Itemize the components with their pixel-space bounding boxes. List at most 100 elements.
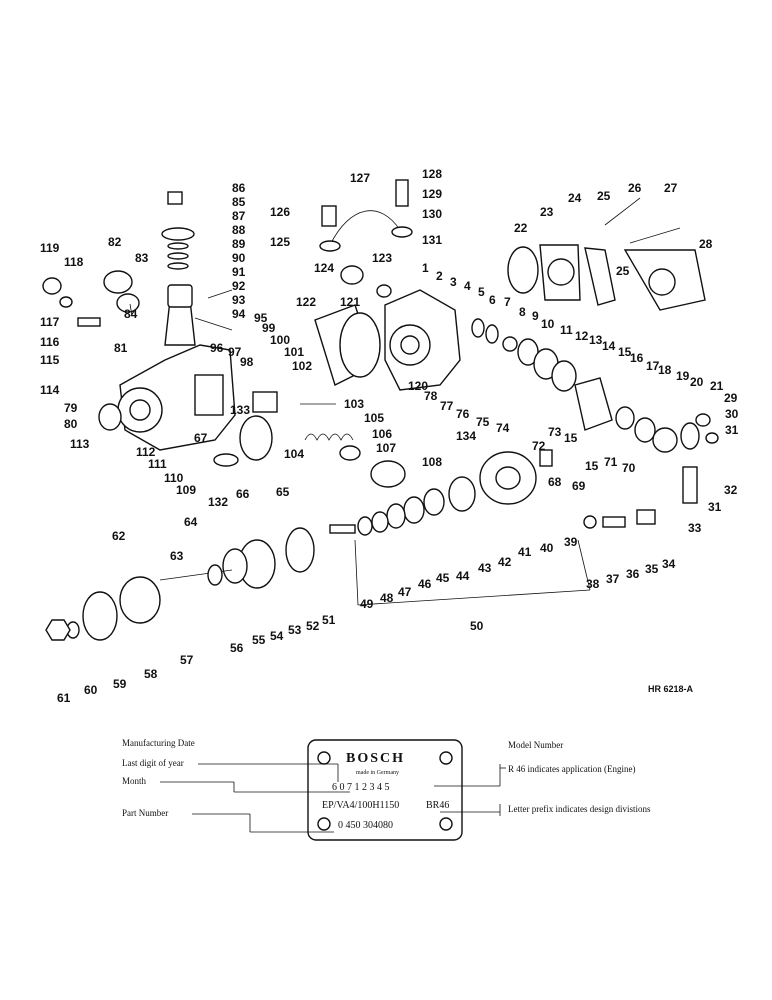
callout-121: 121 <box>340 295 360 309</box>
callout-86: 86 <box>232 181 246 195</box>
callout-25a: 25 <box>597 189 611 203</box>
nameplate-legend: Manufacturing Date Last digit of year Mo… <box>122 738 651 841</box>
callout-101: 101 <box>284 345 304 359</box>
callout-62: 62 <box>112 529 126 543</box>
callout-91: 91 <box>232 265 246 279</box>
callout-117: 117 <box>40 315 60 329</box>
callout-42: 42 <box>498 555 512 569</box>
callout-118: 118 <box>64 255 84 269</box>
callout-84: 84 <box>124 307 138 321</box>
callout-115: 115 <box>40 353 60 367</box>
callout-7: 7 <box>504 295 511 309</box>
callout-95: 95 <box>254 311 268 325</box>
callout-31a: 31 <box>725 423 739 437</box>
callout-130: 130 <box>422 207 442 221</box>
callout-69: 69 <box>572 479 586 493</box>
part-number-value: 0 450 304080 <box>338 820 393 831</box>
callout-37: 37 <box>606 572 620 586</box>
parts-drawing <box>42 179 719 641</box>
callout-81: 81 <box>114 341 128 355</box>
callout-34: 34 <box>662 557 676 571</box>
callout-35: 35 <box>645 562 659 576</box>
callout-104: 104 <box>284 447 304 461</box>
callout-45: 45 <box>436 571 450 585</box>
callout-132: 132 <box>208 495 228 509</box>
callout-31b: 31 <box>708 500 722 514</box>
callout-92: 92 <box>232 279 246 293</box>
callout-110: 110 <box>164 471 184 485</box>
callout-77: 77 <box>440 399 454 413</box>
callout-11: 11 <box>560 323 573 337</box>
callout-15b: 15 <box>564 431 578 445</box>
callout-78: 78 <box>424 389 438 403</box>
callout-17: 17 <box>646 359 660 373</box>
callout-107: 107 <box>376 441 396 455</box>
leader-lines <box>129 289 591 606</box>
callout-6: 6 <box>489 293 496 307</box>
callout-48: 48 <box>380 591 394 605</box>
callout-32: 32 <box>724 483 738 497</box>
callout-22: 22 <box>514 221 528 235</box>
callout-116: 116 <box>40 335 60 349</box>
callout-108: 108 <box>422 455 442 469</box>
callout-88: 88 <box>232 223 246 237</box>
model-line: EP/VA4/100H1150 <box>322 800 399 811</box>
callout-53: 53 <box>288 623 302 637</box>
callout-52: 52 <box>306 619 320 633</box>
callout-122: 122 <box>296 295 316 309</box>
callout-127: 127 <box>350 171 370 185</box>
callout-93: 93 <box>232 293 246 307</box>
callout-75: 75 <box>476 415 490 429</box>
callout-66: 66 <box>236 487 250 501</box>
callout-98: 98 <box>240 355 254 369</box>
callout-36: 36 <box>626 567 640 581</box>
callout-67: 67 <box>194 431 208 445</box>
callout-61: 61 <box>57 691 71 705</box>
label-model-number: Model Number <box>508 740 563 750</box>
callout-124: 124 <box>314 261 334 275</box>
callout-14: 14 <box>602 339 616 353</box>
callout-38: 38 <box>586 577 600 591</box>
callout-8: 8 <box>519 305 526 319</box>
callout-19: 19 <box>676 369 690 383</box>
callout-128: 128 <box>422 167 442 181</box>
callout-80: 80 <box>64 417 78 431</box>
callout-33: 33 <box>688 521 702 535</box>
callout-74: 74 <box>496 421 510 435</box>
callout-96: 96 <box>210 341 224 355</box>
callout-83: 83 <box>135 251 149 265</box>
callout-5: 5 <box>478 285 485 299</box>
callout-27: 27 <box>664 181 678 195</box>
callout-2: 2 <box>436 269 443 283</box>
callout-51: 51 <box>322 613 336 627</box>
callout-79: 79 <box>64 401 78 415</box>
callout-111: 111 <box>148 457 167 471</box>
label-last-digit-of-year: Last digit of year <box>122 758 184 768</box>
callout-3: 3 <box>450 275 457 289</box>
callout-24: 24 <box>568 191 582 205</box>
callout-30: 30 <box>725 407 739 421</box>
callout-25b: 25 <box>616 264 630 278</box>
callout-126: 126 <box>270 205 290 219</box>
callout-105: 105 <box>364 411 384 425</box>
callout-18: 18 <box>658 363 672 377</box>
callout-57: 57 <box>180 653 194 667</box>
callout-4: 4 <box>464 279 471 293</box>
callout-59: 59 <box>113 677 127 691</box>
bosch-logo-text: BOSCH <box>346 751 405 766</box>
label-part-number: Part Number <box>122 808 168 818</box>
callout-60: 60 <box>84 683 98 697</box>
callout-20: 20 <box>690 375 704 389</box>
callout-40: 40 <box>540 541 554 555</box>
callout-63: 63 <box>170 549 184 563</box>
bosch-nameplate <box>307 739 463 841</box>
label-prefix-note: Letter prefix indicates design divistion… <box>508 804 651 814</box>
callout-133: 133 <box>230 403 250 417</box>
callout-106: 106 <box>372 427 392 441</box>
callout-41: 41 <box>518 545 532 559</box>
callout-73: 73 <box>548 425 562 439</box>
callout-134: 134 <box>456 429 476 443</box>
callout-119: 119 <box>40 241 60 255</box>
callout-15a: 15 <box>618 345 632 359</box>
